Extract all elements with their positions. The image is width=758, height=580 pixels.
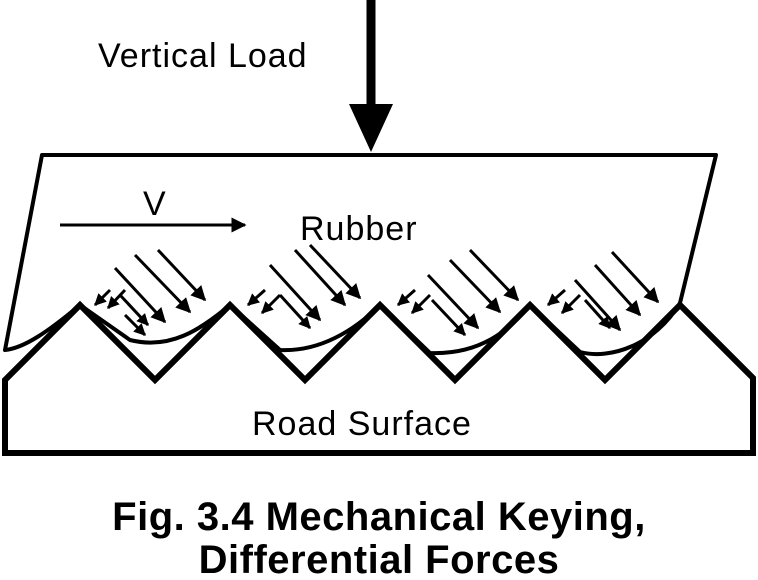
figure-caption-line2: Differential Forces	[199, 538, 560, 580]
rubber-block	[3, 153, 718, 357]
rubber-label: Rubber	[300, 210, 418, 248]
vertical-load-label: Vertical Load	[98, 37, 308, 75]
road-surface-label: Road Surface	[252, 405, 472, 443]
figure-caption-line1: Fig. 3.4 Mechanical Keying,	[112, 495, 646, 539]
road-surface-block	[2, 300, 756, 456]
vertical-load-arrowhead	[349, 104, 393, 152]
velocity-label: V	[143, 185, 167, 223]
differential-force-arrows	[113, 243, 660, 337]
reverse-force-arrows	[93, 288, 582, 315]
